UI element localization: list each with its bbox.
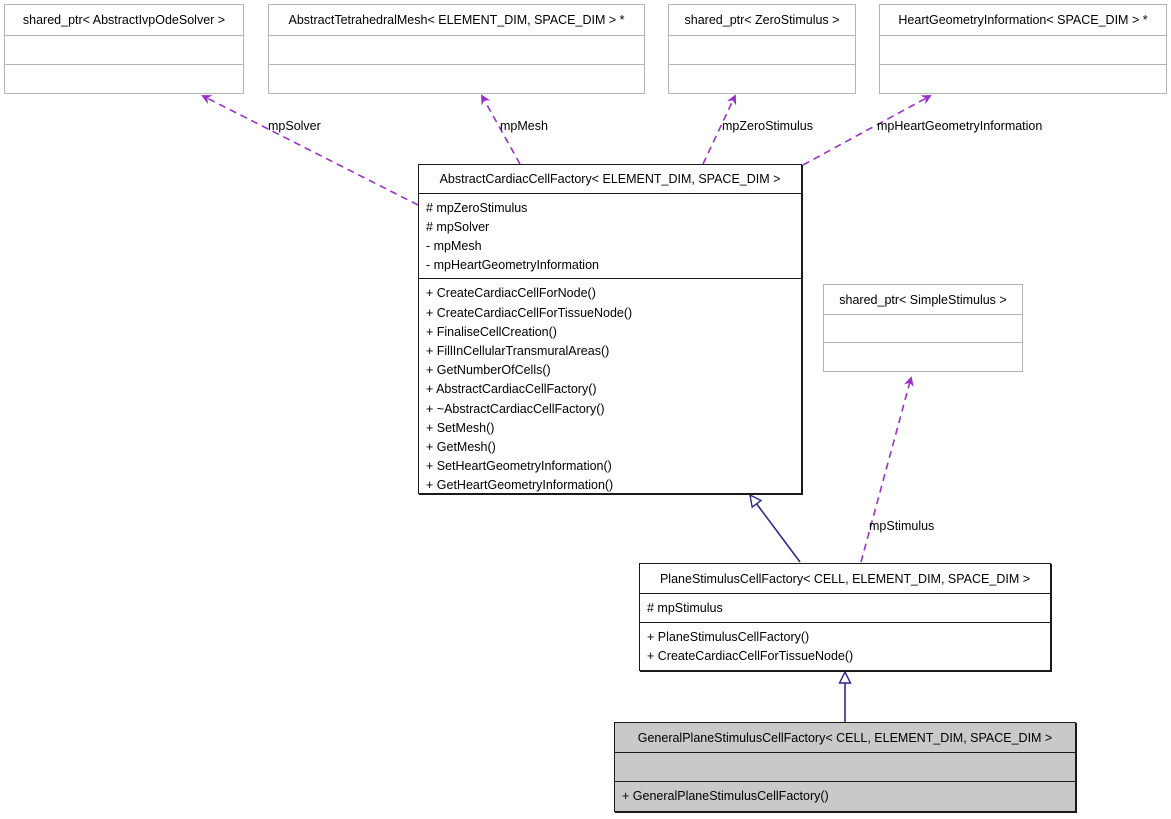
class-method: + CreateCardiacCellForTissueNode(): [647, 649, 854, 664]
edge-label-mpZeroStimulus: mpZeroStimulus: [722, 119, 813, 133]
class-methods-compartment: + CreateCardiacCellForNode() + CreateCar…: [419, 278, 801, 493]
class-attributes-compartment: [880, 35, 1166, 64]
class-title-text: AbstractTetrahedralMesh< ELEMENT_DIM, SP…: [288, 13, 625, 27]
class-title-text: GeneralPlaneStimulusCellFactory< CELL, E…: [637, 730, 1053, 745]
class-method: + FillInCellularTransmuralAreas(): [426, 343, 610, 358]
class-attributes-compartment: [269, 35, 644, 64]
class-title-compartment: shared_ptr< SimpleStimulus >: [824, 285, 1022, 314]
class-title-text: shared_ptr< SimpleStimulus >: [839, 292, 1007, 307]
edge-mpSolver: [201, 95, 419, 206]
class-attribute: - mpHeartGeometryInformation: [426, 258, 599, 273]
class-attribute: # mpStimulus: [647, 601, 723, 615]
class-attributes-compartment: [669, 35, 855, 64]
class-box-shared-ptr-abstract-ivp-ode-solver[interactable]: shared_ptr< AbstractIvpOdeSolver >: [4, 4, 244, 94]
class-methods-compartment: + GeneralPlaneStimulusCellFactory(): [615, 781, 1075, 811]
class-methods-compartment: [824, 342, 1022, 370]
class-method: + GetHeartGeometryInformation(): [426, 478, 614, 493]
class-title-text: AbstractCardiacCellFactory< ELEMENT_DIM,…: [439, 171, 781, 186]
edge-label-mpHeartGeometryInformation: mpHeartGeometryInformation: [877, 119, 1043, 133]
class-attributes-compartment: # mpZeroStimulus # mpSolver - mpMesh - m…: [419, 192, 801, 279]
edge-mpStimulus: [860, 376, 914, 563]
edge-label-mpSolver: mpSolver: [268, 119, 321, 133]
class-title-compartment: shared_ptr< AbstractIvpOdeSolver >: [5, 5, 243, 35]
class-attribute: # mpSolver: [426, 220, 490, 235]
class-box-abstract-tetrahedral-mesh[interactable]: AbstractTetrahedralMesh< ELEMENT_DIM, SP…: [268, 4, 645, 94]
class-attributes-compartment: # mpStimulus: [640, 593, 1050, 622]
edge-label-mpStimulus: mpStimulus: [869, 519, 935, 533]
class-title-text: shared_ptr< AbstractIvpOdeSolver >: [22, 13, 226, 27]
class-title-compartment: GeneralPlaneStimulusCellFactory< CELL, E…: [615, 723, 1075, 752]
class-box-general-plane-stimulus-cell-factory[interactable]: GeneralPlaneStimulusCellFactory< CELL, E…: [614, 722, 1076, 812]
class-title-compartment: HeartGeometryInformation< SPACE_DIM > *: [880, 5, 1166, 35]
class-method: + FinaliseCellCreation(): [426, 324, 557, 339]
class-title-compartment: PlaneStimulusCellFactory< CELL, ELEMENT_…: [640, 564, 1050, 593]
class-methods-compartment: [669, 64, 855, 93]
class-attributes-compartment: [615, 752, 1075, 781]
class-attributes-compartment: [824, 314, 1022, 342]
edge-label-mpMesh: mpMesh: [500, 119, 548, 133]
class-method: + PlaneStimulusCellFactory(): [647, 630, 810, 644]
class-method: + AbstractCardiacCellFactory(): [426, 382, 597, 397]
class-method: + GeneralPlaneStimulusCellFactory(): [622, 789, 829, 803]
class-method: + CreateCardiacCellForNode(): [426, 286, 596, 301]
class-methods-compartment: [5, 64, 243, 93]
class-title-text: shared_ptr< ZeroStimulus >: [684, 13, 840, 27]
class-methods-compartment: [880, 64, 1166, 93]
class-attributes-compartment: [5, 35, 243, 64]
class-method: + SetMesh(): [426, 420, 495, 435]
class-method: + GetNumberOfCells(): [426, 363, 551, 378]
class-methods-compartment: + PlaneStimulusCellFactory() + CreateCar…: [640, 622, 1050, 670]
class-method: + SetHeartGeometryInformation(): [426, 459, 612, 474]
class-method: + ~AbstractCardiacCellFactory(): [426, 401, 605, 416]
class-box-shared-ptr-zero-stimulus[interactable]: shared_ptr< ZeroStimulus >: [668, 4, 856, 94]
class-methods-compartment: [269, 64, 644, 93]
class-title-compartment: shared_ptr< ZeroStimulus >: [669, 5, 855, 35]
class-attribute: # mpZeroStimulus: [426, 200, 528, 215]
class-title-text: PlaneStimulusCellFactory< CELL, ELEMENT_…: [659, 571, 1031, 586]
class-box-heart-geometry-information[interactable]: HeartGeometryInformation< SPACE_DIM > *: [879, 4, 1167, 94]
class-box-plane-stimulus-cell-factory[interactable]: PlaneStimulusCellFactory< CELL, ELEMENT_…: [639, 563, 1051, 671]
class-box-shared-ptr-simple-stimulus[interactable]: shared_ptr< SimpleStimulus >: [823, 284, 1023, 372]
edge-inherit-plane-to-abstract: [749, 493, 801, 563]
class-method: + CreateCardiacCellForTissueNode(): [426, 305, 633, 320]
class-box-abstract-cardiac-cell-factory[interactable]: AbstractCardiacCellFactory< ELEMENT_DIM,…: [418, 164, 802, 494]
class-title-compartment: AbstractTetrahedralMesh< ELEMENT_DIM, SP…: [269, 5, 644, 35]
class-title-text: HeartGeometryInformation< SPACE_DIM > *: [898, 13, 1148, 27]
class-attribute: - mpMesh: [426, 239, 482, 254]
class-method: + GetMesh(): [426, 439, 496, 454]
class-title-compartment: AbstractCardiacCellFactory< ELEMENT_DIM,…: [419, 165, 801, 193]
